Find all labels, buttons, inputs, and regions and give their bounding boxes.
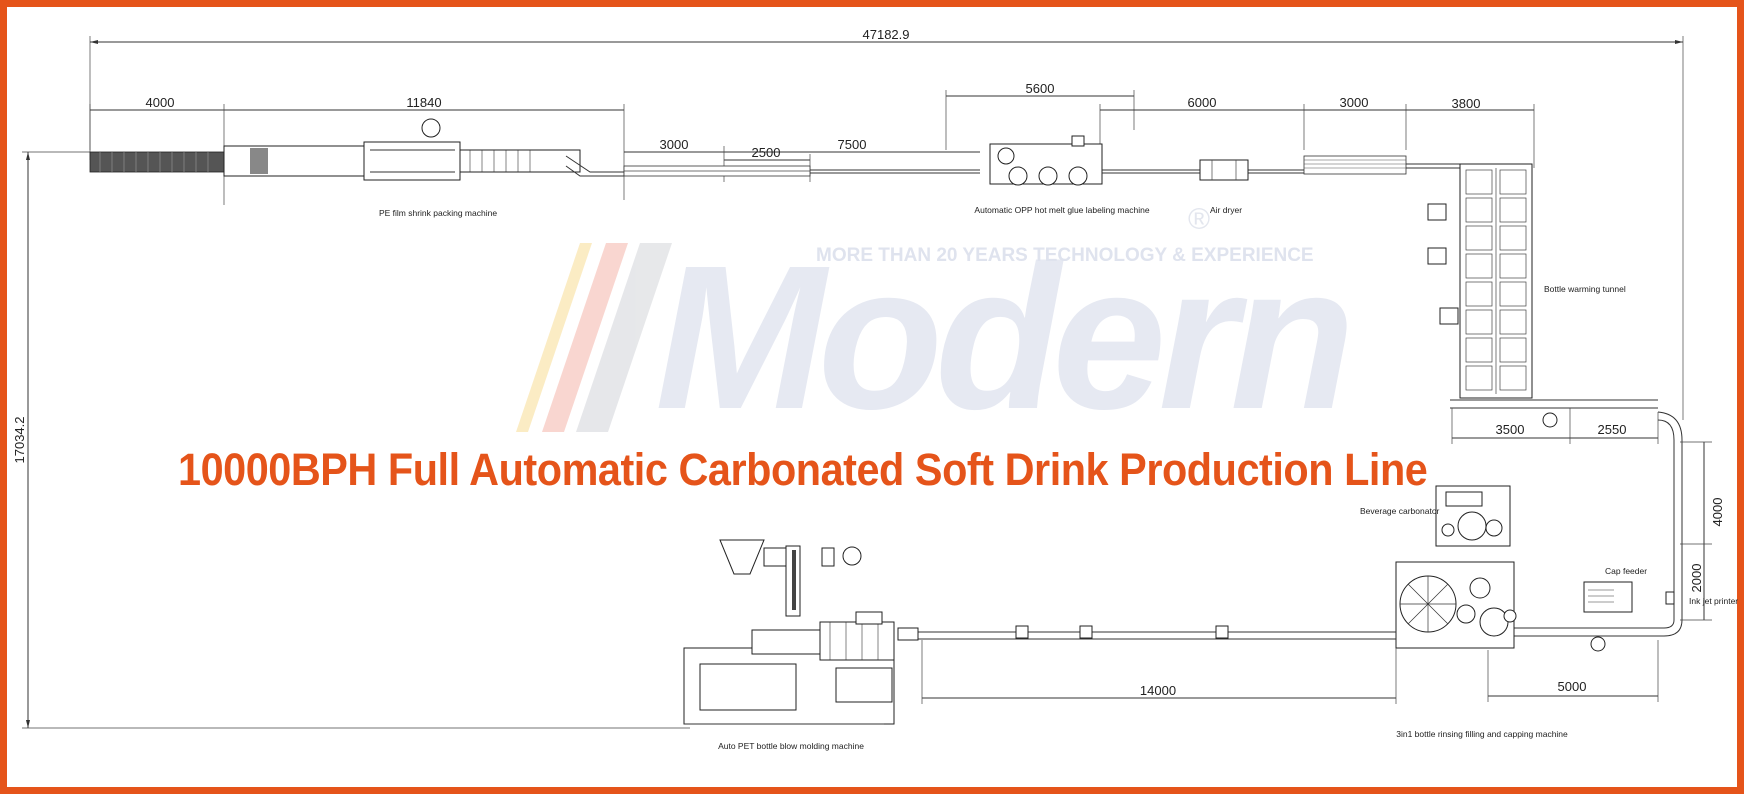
- dim-overall-height: 17034.2: [12, 417, 27, 464]
- label-labeling: Automatic OPP hot melt glue labeling mac…: [974, 205, 1149, 215]
- dim-5600: 5600: [1026, 81, 1055, 96]
- bottom-conveyor: 14000 5000: [897, 625, 1659, 704]
- label-air-dryer: Air dryer: [1210, 205, 1242, 215]
- dim-overall-width: 47182.9: [863, 27, 910, 42]
- label-ink-jet: Ink jet printer: [1689, 596, 1738, 606]
- watermark-tagline: MORE THAN 20 YEARS TECHNOLOGY & EXPERIEN…: [816, 245, 1314, 266]
- dim-2500: 2500: [752, 145, 781, 160]
- filling-machine: [1395, 561, 1675, 652]
- watermark-stripes: [516, 243, 672, 432]
- dim-14000: 14000: [1140, 683, 1176, 698]
- dim-2550: 2550: [1598, 422, 1627, 437]
- dim-3000-right: 3000: [1340, 95, 1369, 110]
- dim-7500: 7500: [838, 137, 867, 152]
- dim-4000-top: 4000: [146, 95, 175, 110]
- top-conveyor: [89, 118, 1460, 186]
- label-blow-molding: Auto PET bottle blow molding machine: [718, 741, 864, 751]
- dim-4000-side: 4000: [1710, 498, 1725, 527]
- warming-tunnel: [1427, 163, 1683, 637]
- dim-3800: 3800: [1452, 96, 1481, 111]
- label-filling: 3in1 bottle rinsing filling and capping …: [1396, 729, 1568, 739]
- carbonator: [1435, 485, 1511, 547]
- overall-dimensions: 47182.9 17034.2: [12, 27, 1684, 729]
- watermark-registered-mark: ®: [1188, 203, 1211, 236]
- dim-11840: 11840: [406, 95, 441, 110]
- dim-3000-mid: 3000: [660, 137, 689, 152]
- blow-molding-machine: [683, 539, 895, 725]
- top-dimensions: 4000 11840 5600 6000 3000 3800 3000 2500…: [89, 81, 1535, 205]
- watermark-logo-word: Modern: [655, 223, 1355, 452]
- dim-6000: 6000: [1188, 95, 1217, 110]
- page-title: 10000BPH Full Automatic Carbonated Soft …: [178, 444, 1428, 495]
- label-cap-feeder: Cap feeder: [1605, 566, 1647, 576]
- label-pe-film: PE film shrink packing machine: [379, 208, 497, 218]
- dim-2000: 2000: [1689, 564, 1704, 593]
- label-carbonator: Beverage carbonator: [1360, 506, 1440, 516]
- label-warming-tunnel: Bottle warming tunnel: [1544, 284, 1626, 294]
- dim-5000: 5000: [1558, 679, 1587, 694]
- lower-right-dimensions: 3500 2550 4000 2000: [1451, 408, 1725, 621]
- dim-3500: 3500: [1496, 422, 1525, 437]
